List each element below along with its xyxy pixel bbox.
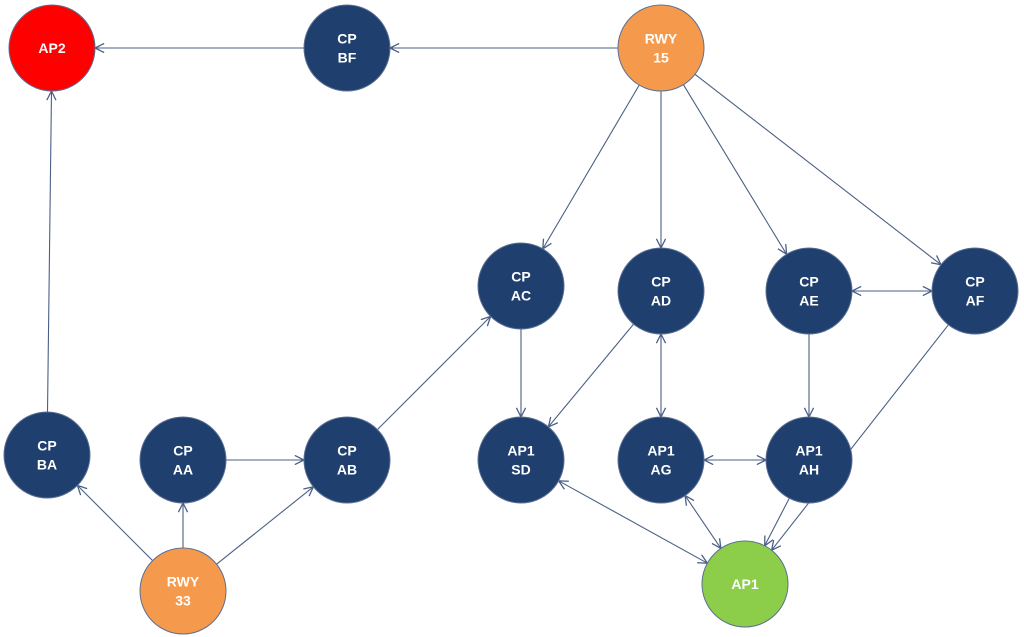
node-label-line-1: AP1	[731, 576, 758, 592]
node-label-line-2: BF	[338, 50, 357, 66]
node-label-line-2: AB	[337, 462, 357, 478]
node-label-line-2: 33	[175, 593, 191, 609]
node-ap1: AP1	[701, 540, 789, 628]
nodes-layer: AP2CPBFRWY15CPACCPADCPAECPAFCPBACPAACPAB…	[3, 4, 1019, 635]
node-label-line-2: AE	[799, 293, 818, 309]
node-cpbf: CP BF	[303, 4, 391, 92]
node-circle	[139, 416, 227, 504]
edge-ap1sd-to-ap1	[559, 481, 708, 563]
node-circle	[617, 416, 705, 504]
edge-cpaf-to-ap1	[772, 324, 949, 550]
node-label-line-1: CP	[173, 443, 192, 459]
node-label-line-2: SD	[511, 462, 530, 478]
edge-rwy15-to-cpac	[543, 84, 640, 249]
node-circle	[8, 4, 96, 92]
node-label-line-1: CP	[337, 443, 356, 459]
edge-cpba-to-ap2	[48, 91, 52, 413]
node-label-line-1: AP2	[38, 40, 65, 56]
node-circle	[617, 4, 705, 92]
edge-ap1ah-to-ap1	[765, 497, 790, 546]
node-label-line-1: CP	[511, 269, 530, 285]
node-cpaf: CP AF	[931, 247, 1019, 335]
node-circle	[303, 4, 391, 92]
edge-rwy15-to-cpaf	[694, 73, 941, 264]
node-circle	[139, 547, 227, 635]
edge-cpab-to-cpac	[377, 316, 490, 430]
node-label-line-1: CP	[651, 274, 670, 290]
node-label-line-1: AP1	[507, 443, 534, 459]
node-label-line-2: AD	[651, 293, 671, 309]
node-label-line-1: CP	[37, 438, 56, 454]
node-label-line-2: 15	[653, 50, 669, 66]
node-label-line-2: AA	[173, 462, 193, 478]
node-circle	[931, 247, 1019, 335]
node-label-line-1: CP	[965, 274, 984, 290]
node-label-line-2: AH	[799, 462, 819, 478]
edge-ap1ag-to-ap1	[685, 496, 721, 549]
node-cpaa: CP AA	[139, 416, 227, 504]
node-cpab: CP AB	[303, 416, 391, 504]
node-label-line-1: AP1	[647, 443, 674, 459]
node-cpae: CP AE	[765, 247, 853, 335]
edge-rwy33-to-cpba	[77, 485, 153, 561]
node-rwy15: RWY 15	[617, 4, 705, 92]
node-circle	[765, 416, 853, 504]
edge-cpad-to-ap1sd	[548, 323, 635, 427]
node-circle	[617, 247, 705, 335]
node-circle	[701, 540, 789, 628]
node-circle	[765, 247, 853, 335]
node-label-line-2: AF	[966, 293, 985, 309]
node-label-line-2: BA	[37, 457, 57, 473]
node-label-line-1: AP1	[795, 443, 822, 459]
node-label-line-1: RWY	[645, 31, 678, 47]
node-circle	[477, 416, 565, 504]
node-circle	[3, 411, 91, 499]
node-circle	[477, 242, 565, 330]
edges-layer	[48, 48, 949, 565]
node-cpac: CP AC	[477, 242, 565, 330]
node-label-line-2: AG	[651, 462, 672, 478]
node-label-line-1: RWY	[167, 574, 200, 590]
node-circle	[303, 416, 391, 504]
node-label-line-1: CP	[799, 274, 818, 290]
node-rwy33: RWY 33	[139, 547, 227, 635]
edge-rwy33-to-cpab	[216, 487, 314, 565]
node-cpba: CP BA	[3, 411, 91, 499]
edge-rwy15-to-cpae	[682, 84, 786, 255]
node-label-line-1: CP	[337, 31, 356, 47]
node-label-line-2: AC	[511, 288, 531, 304]
node-cpad: CP AD	[617, 247, 705, 335]
node-ap2: AP2	[8, 4, 96, 92]
